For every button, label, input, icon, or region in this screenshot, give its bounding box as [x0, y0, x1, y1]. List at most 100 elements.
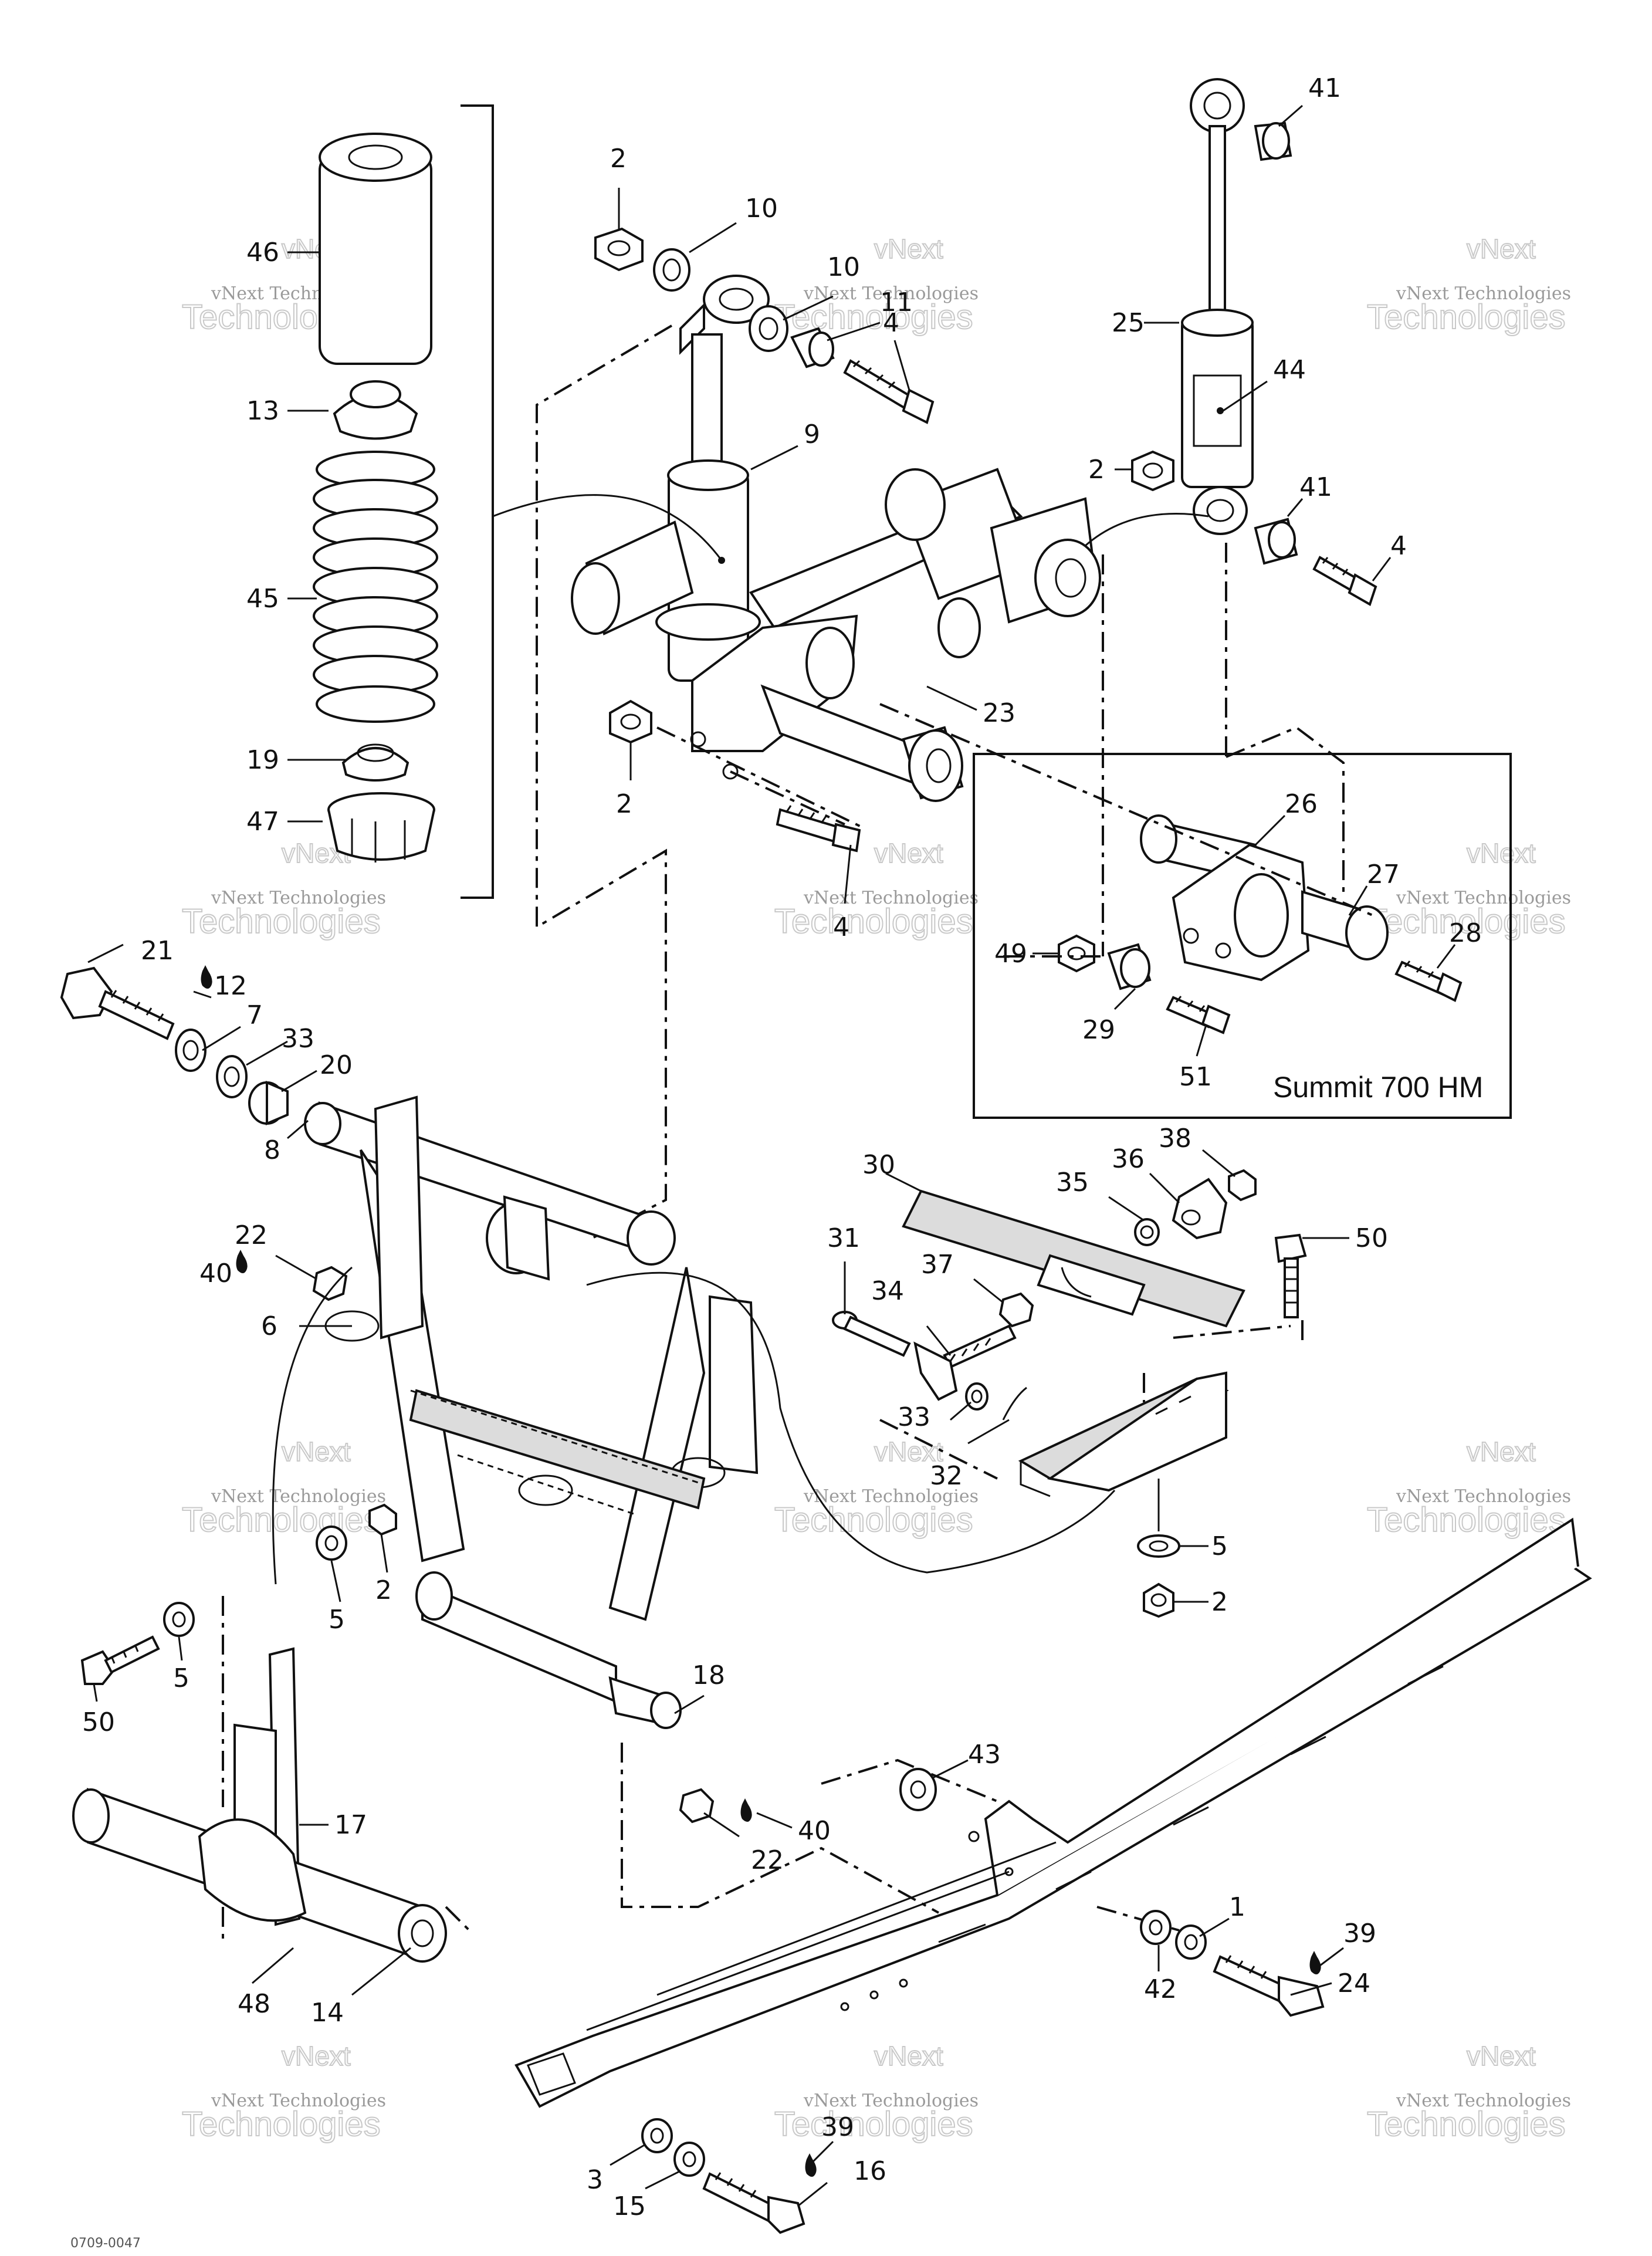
watermark-bottom-center: vNext vNext Technologies Technologies: [774, 2040, 979, 2144]
nut-part-2-rear: [1131, 450, 1174, 492]
callout-49: 49: [994, 939, 1027, 969]
callout-37: 37: [921, 1250, 954, 1280]
spring-retainer-part-13: [333, 380, 418, 440]
watermark-bottom-left: vNext vNext Technologies Technologies: [181, 2040, 386, 2144]
bolt-part-34: [943, 1324, 1017, 1369]
callout-1: 1: [1229, 1892, 1245, 1922]
callout-31: 31: [827, 1223, 860, 1253]
pointer-curve-left: [272, 1266, 353, 1585]
nut-part-2-top: [594, 227, 644, 272]
watermark-bottom-right: vNext vNext Technologies Technologies: [1366, 2040, 1571, 2144]
summit-700-hm-inset: Summit 700 HM: [973, 753, 1512, 1119]
svg-text:vNext Technologies: vNext Technologies: [1396, 1486, 1571, 1507]
bolt-part-24: [1213, 1955, 1325, 2017]
svg-text:vNext Technologies: vNext Technologies: [211, 2091, 386, 2111]
callout-2-arm: 2: [616, 789, 632, 819]
inset-nut-part-49: [1058, 934, 1095, 973]
callout-13: 13: [246, 396, 279, 426]
washer-part-7: [175, 1029, 206, 1072]
rail: [514, 1517, 1592, 2108]
svg-text:vNext Technologies: vNext Technologies: [1396, 283, 1571, 304]
svg-text:Technologies: Technologies: [1367, 2105, 1566, 2143]
bolt-part-4-b: [776, 805, 861, 853]
washer-part-5-a: [316, 1526, 347, 1561]
callout-51: 51: [1179, 1062, 1212, 1092]
nut-part-2-left: [368, 1503, 397, 1536]
bolt-part-16: [702, 2172, 805, 2234]
spring-clip-part-32: [1002, 1386, 1027, 1420]
callout-4-c: 4: [1390, 531, 1407, 561]
svg-text:vNext: vNext: [874, 234, 943, 264]
washer-part-5-right: [1137, 1534, 1180, 1558]
svg-text:Technologies: Technologies: [774, 902, 973, 941]
nut-part-37: [998, 1292, 1034, 1328]
bolt-part-50-a: [1274, 1233, 1307, 1318]
pointer-curve-spring: [492, 494, 723, 561]
grease-fitting-part-22-a: [312, 1266, 348, 1301]
callout-6: 6: [261, 1311, 277, 1341]
figure-code: 0709-0047: [70, 2236, 141, 2251]
grease-fitting-part-22-b: [679, 1788, 715, 1824]
callout-41-b: 41: [1299, 472, 1332, 502]
callout-15: 15: [613, 2191, 646, 2221]
watermark-low-right: vNext vNext Technologies Technologies: [1366, 1436, 1571, 1540]
svg-text:vNext Technologies: vNext Technologies: [803, 1486, 979, 1507]
svg-text:Technologies: Technologies: [182, 1501, 381, 1539]
callout-19: 19: [246, 745, 279, 775]
callout-23: 23: [983, 698, 1015, 728]
callout-48: 48: [238, 1989, 270, 2019]
callout-41-a: 41: [1308, 73, 1341, 103]
callout-24: 24: [1338, 1968, 1370, 1998]
callout-9: 9: [804, 420, 820, 449]
washer-part-15: [673, 2142, 705, 2177]
callout-43: 43: [968, 1740, 1001, 1770]
stopper-strap-part-30: [902, 1189, 1245, 1328]
callout-28: 28: [1449, 918, 1482, 948]
inset-shaft-part-27: [1301, 890, 1389, 960]
svg-text:Technologies: Technologies: [774, 298, 973, 336]
watermark-low-center: vNext vNext Technologies Technologies: [774, 1436, 979, 1540]
svg-text:Technologies: Technologies: [1367, 298, 1566, 336]
svg-text:Technologies: Technologies: [182, 2105, 381, 2143]
inset-arm-part-26: [1140, 814, 1310, 982]
callout-18: 18: [692, 1660, 725, 1690]
nut-part-2-arm: [609, 699, 652, 744]
callout-10-a: 10: [745, 194, 778, 224]
callout-7: 7: [246, 1000, 263, 1030]
callout-26: 26: [1285, 789, 1318, 819]
callout-14: 14: [311, 1998, 344, 2028]
pointer-curve-slider: [586, 1271, 1116, 1574]
washer-part-33-b: [965, 1382, 989, 1411]
bolt-part-31: [832, 1311, 911, 1357]
callout-2-top: 2: [610, 144, 627, 174]
bushing-part-43: [899, 1768, 937, 1811]
watermark-mid-right: vNext vNext Technologies Technologies: [1366, 837, 1571, 941]
callout-33-b: 33: [898, 1402, 930, 1432]
bushing-part-41-a: [1254, 121, 1292, 161]
callout-25: 25: [1112, 308, 1145, 338]
callout-4-b: 4: [833, 912, 849, 942]
front-arm-part-23: [571, 468, 1101, 802]
watermark-top-center: vNext vNext Technologies Technologies: [774, 233, 979, 337]
callout-5-c: 5: [173, 1663, 189, 1693]
leader-lines: [87, 104, 1456, 2207]
svg-text:vNext: vNext: [1467, 838, 1536, 868]
nut-part-2-right: [1143, 1582, 1174, 1618]
pointer-curve-rear: [1085, 513, 1209, 547]
watermark-low-left: vNext vNext Technologies Technologies: [181, 1436, 386, 1540]
watermark-mid-left: vNext vNext Technologies Technologies: [181, 837, 386, 941]
callout-39-b: 39: [821, 2112, 854, 2142]
callout-2-left: 2: [375, 1575, 392, 1605]
bushing-part-20: [248, 1080, 289, 1126]
callout-39-a: 39: [1343, 1919, 1376, 1949]
bolt-part-21: [60, 966, 175, 1040]
callout-5-right: 5: [1211, 1531, 1228, 1561]
callout-22-a: 22: [235, 1220, 268, 1250]
svg-text:vNext: vNext: [1467, 1436, 1536, 1467]
callout-27: 27: [1367, 860, 1400, 889]
callout-4-a: 4: [883, 308, 899, 338]
callout-45: 45: [246, 584, 279, 614]
callout-46: 46: [246, 238, 279, 268]
